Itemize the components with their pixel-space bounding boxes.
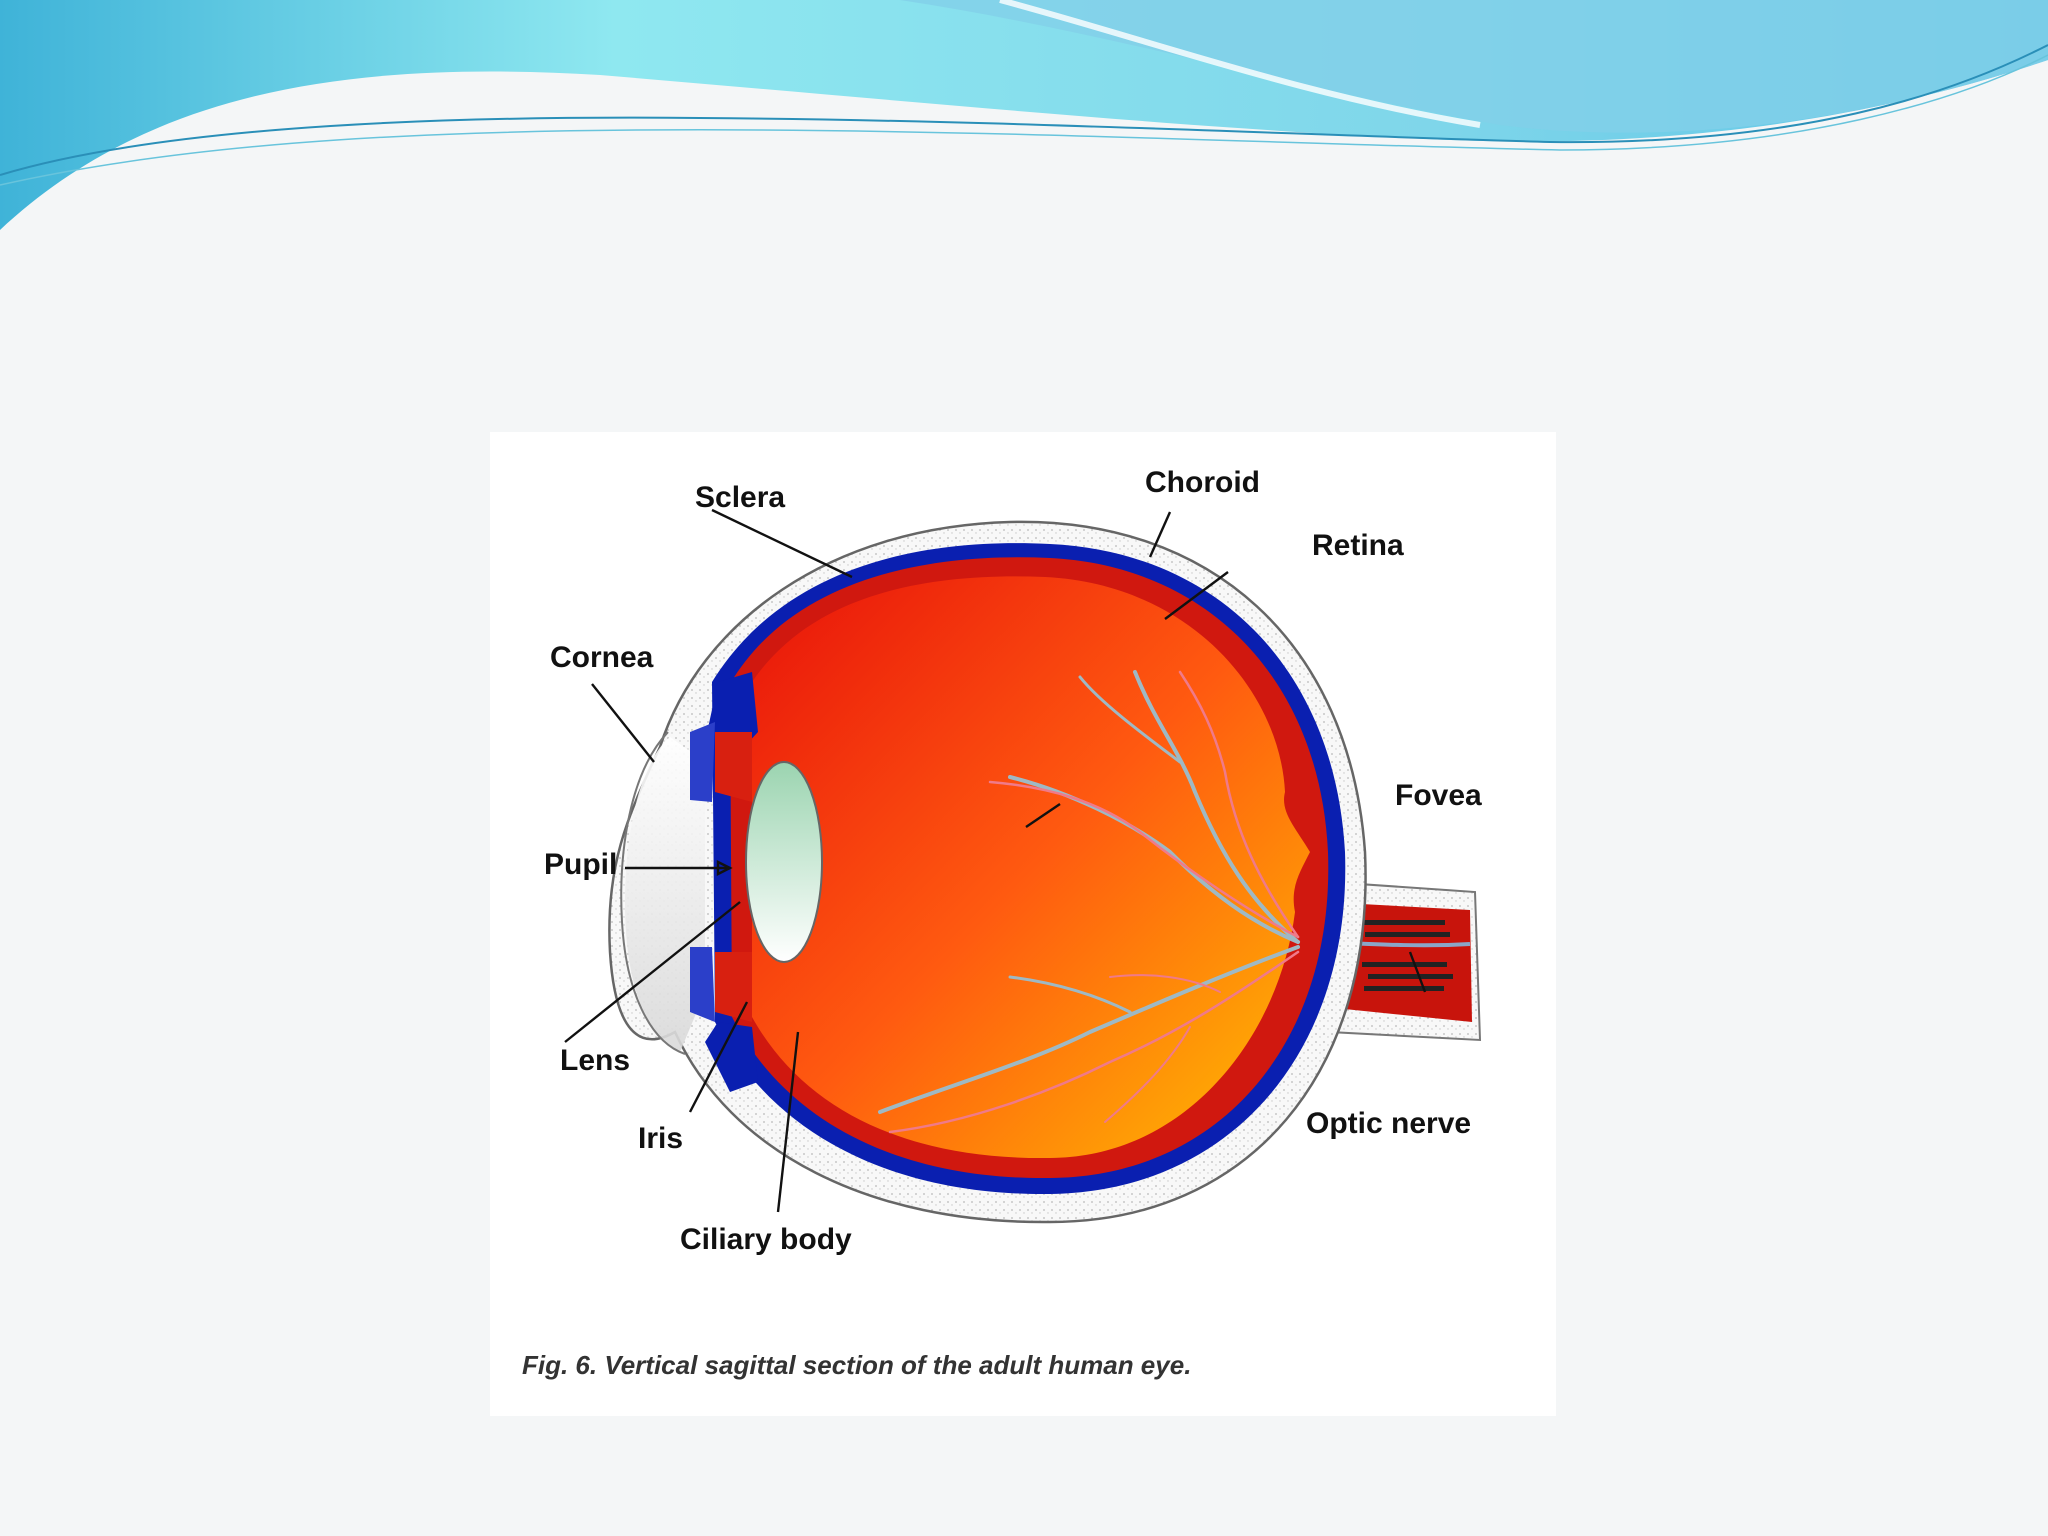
- figure-caption: Fig. 6. Vertical sagittal section of the…: [522, 1350, 1191, 1380]
- label-ciliary-body: Ciliary body: [680, 1223, 852, 1256]
- label-leader-lines: [564, 508, 1427, 1213]
- vitreous-body: [752, 576, 1310, 1159]
- iris-upper: [690, 722, 715, 802]
- lens: [745, 761, 823, 963]
- iris-lower: [690, 947, 715, 1022]
- label-optic-nerve: Optic nerve: [1306, 1107, 1471, 1140]
- retinal-blood-vessels: [878, 670, 1300, 1134]
- label-sclera: Sclera: [695, 481, 785, 514]
- label-fovea: Fovea: [1395, 779, 1482, 812]
- label-choroid: Choroid: [1145, 466, 1260, 499]
- label-retina: Retina: [1312, 529, 1404, 562]
- label-cornea: Cornea: [550, 641, 654, 674]
- ciliary-body-lower: [705, 1022, 758, 1092]
- label-pupil: Pupil: [544, 848, 617, 881]
- label-lens: Lens: [560, 1044, 630, 1077]
- cornea: [625, 737, 705, 1052]
- optic-nerve-fibers: [1360, 920, 1453, 991]
- eye-diagram-figure: Sclera Choroid Retina Cornea Fovea Pupil…: [490, 432, 1556, 1416]
- label-iris: Iris: [638, 1122, 683, 1155]
